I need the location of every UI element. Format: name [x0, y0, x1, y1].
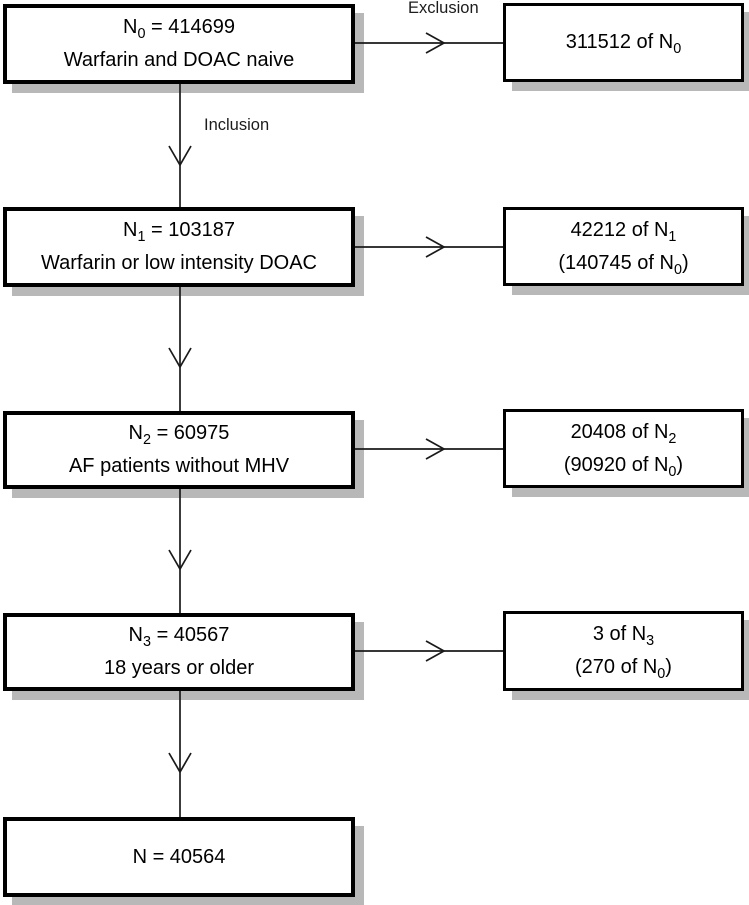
step-description: 18 years or older	[103, 657, 255, 679]
arrowhead	[168, 549, 192, 571]
step-box-n0: N0 = 414699 Warfarin and DOAC naive	[3, 4, 355, 84]
text-sub: 2	[143, 432, 152, 448]
text-post: = 414699	[145, 16, 235, 38]
text-sub: 1	[137, 229, 146, 245]
arrowhead	[168, 752, 192, 774]
inclusion-label: Inclusion	[204, 116, 270, 134]
step-description: AF patients without MHV	[68, 455, 290, 477]
text-sub: 0	[137, 26, 146, 42]
text-sub: 3	[646, 633, 655, 649]
step-box-n3: N3 = 40567 18 years or older	[3, 613, 355, 691]
step-count: N1 = 103187	[123, 214, 235, 247]
step-description: Warfarin or low intensity DOAC	[41, 252, 317, 274]
text-pre: (270 of N	[575, 656, 658, 678]
text-sub: 1	[668, 228, 677, 245]
exclusion-count: 42212 of N1	[571, 214, 677, 247]
arrowhead	[425, 640, 446, 662]
step-count: N3 = 40567	[129, 619, 230, 652]
text-sub: 0	[673, 261, 682, 278]
text-sub: 3	[143, 634, 152, 650]
exclusion-arrow-1	[355, 32, 503, 54]
text-pre: (140745 of N	[558, 251, 674, 274]
exclusion-box-4: 3 of N3 (270 of N0)	[503, 611, 744, 691]
text-pre: 311512 of N	[565, 31, 674, 53]
step-description: Warfarin and DOAC naive	[63, 49, 295, 71]
step-box-final: N = 40564	[3, 817, 355, 897]
exclusion-count: 3 of N3	[593, 618, 654, 651]
text-post: = 40567	[151, 624, 230, 646]
text-pre: (90920 of N	[563, 453, 669, 476]
exclusion-box-2: 42212 of N1 (140745 of N0)	[503, 207, 744, 286]
step-count: N = 40564	[133, 841, 226, 874]
arrowhead	[425, 236, 446, 258]
arrowhead	[168, 145, 192, 167]
text-pre: 3 of N	[592, 623, 647, 645]
step-box-n1: N1 = 103187 Warfarin or low intensity DO…	[3, 207, 355, 287]
arrowhead	[168, 347, 192, 369]
text-sub: 2	[668, 430, 677, 447]
text-pre: N	[128, 422, 143, 444]
inclusion-arrow-3	[168, 489, 192, 613]
inclusion-arrow-1	[168, 84, 192, 207]
text-pre: N	[123, 219, 138, 241]
step-count: N0 = 414699	[123, 11, 235, 44]
exclusion-arrow-2	[355, 236, 503, 258]
exclusion-arrow-4	[355, 640, 503, 662]
exclusion-box-3: 20408 of N2 (90920 of N0)	[503, 409, 744, 488]
exclusion-count: 311512 of N0	[566, 26, 682, 59]
text-pre: N	[123, 16, 138, 38]
step-count: N2 = 60975	[129, 417, 230, 450]
text-post: = 60975	[151, 422, 230, 444]
text-post: )	[665, 656, 672, 678]
arrowhead	[425, 438, 446, 460]
exclusion-cumulative: (140745 of N0)	[558, 247, 688, 280]
exclusion-cumulative: (90920 of N0)	[564, 449, 683, 482]
inclusion-arrow-4	[168, 691, 192, 817]
exclusion-arrow-3	[355, 438, 503, 460]
text-pre: N = 40564	[132, 845, 226, 868]
exclusion-box-1: 311512 of N0	[503, 3, 744, 82]
text-sub: 0	[657, 666, 666, 682]
text-pre: 42212 of N	[570, 218, 669, 241]
text-sub: 0	[673, 41, 682, 57]
step-box-n2: N2 = 60975 AF patients without MHV	[3, 411, 355, 489]
text-post: )	[676, 453, 684, 476]
inclusion-arrow-2	[168, 287, 192, 411]
arrowhead	[425, 32, 446, 54]
text-post: )	[681, 251, 689, 274]
exclusion-cumulative: (270 of N0)	[575, 651, 672, 684]
text-sub: 0	[668, 463, 677, 480]
exclusion-count: 20408 of N2	[571, 416, 677, 449]
text-post: = 103187	[145, 219, 235, 241]
exclusion-label: Exclusion	[408, 0, 479, 17]
text-pre: 20408 of N	[570, 420, 669, 443]
text-pre: N	[128, 624, 143, 646]
